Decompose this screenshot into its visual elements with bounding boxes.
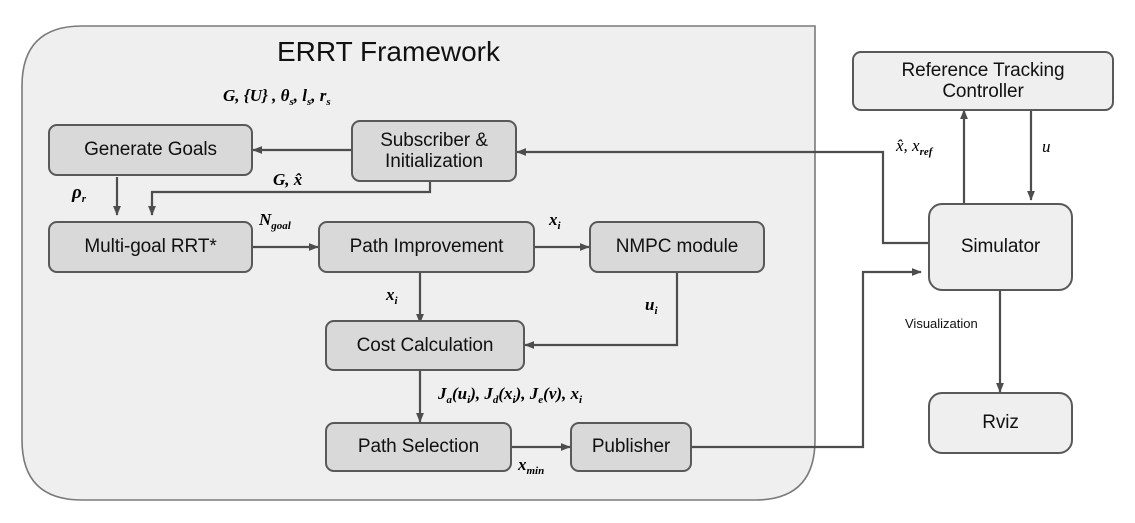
edge-label-x-min-main: x bbox=[518, 455, 527, 474]
edge-label-xhat-xref-sub: ref bbox=[919, 145, 933, 158]
node-path-improvement[interactable]: Path Improvement bbox=[318, 221, 535, 273]
edge-label-xhat-xref: x̂, xref bbox=[896, 136, 932, 158]
edge-label-u-control-text: u bbox=[1042, 137, 1051, 156]
node-path-selection[interactable]: Path Selection bbox=[325, 422, 512, 472]
node-simulator[interactable]: Simulator bbox=[928, 203, 1073, 291]
node-reference-tracking-controller[interactable]: Reference Tracking Controller bbox=[852, 51, 1114, 111]
framework-title: ERRT Framework bbox=[277, 36, 501, 67]
node-generate-goals-label: Generate Goals bbox=[84, 139, 217, 161]
node-controller-line1: Reference Tracking bbox=[901, 59, 1065, 81]
node-publisher-label: Publisher bbox=[591, 436, 671, 458]
node-multi-goal-rrt[interactable]: Multi-goal RRT* bbox=[48, 221, 253, 273]
edge-label-g-xhat: G, x̂ bbox=[273, 170, 302, 190]
edge-label-cost-terms: Ja(ui), Jd(xi), Je(v), xi bbox=[438, 384, 583, 406]
edge-label-x-i-right-main: x bbox=[549, 210, 558, 229]
edge-nmpc-to-cost bbox=[524, 272, 679, 349]
edge-label-u-i-sub: i bbox=[654, 304, 658, 317]
edge-label-subscriber-inputs-main: G, {U} , θ bbox=[223, 86, 290, 105]
edge-label-xhat-xref-main: x̂, x bbox=[896, 136, 920, 155]
edge-label-x-i-right: xi bbox=[549, 210, 561, 232]
edge-label-visualization: Visualization bbox=[905, 316, 978, 331]
edge-label-x-i-down-main: x bbox=[386, 285, 395, 304]
edge-label-visualization-text: Visualization bbox=[905, 316, 978, 331]
edge-simulator-to-subscriber bbox=[516, 148, 928, 245]
edge-label-x-min: xmin bbox=[518, 455, 544, 477]
edge-label-n-goal-sub: goal bbox=[271, 219, 291, 232]
node-subscriber-line2: Initialization bbox=[385, 151, 483, 172]
edge-label-subscriber-inputs-sub1: s bbox=[289, 95, 294, 108]
edge-label-g-xhat-text: G, x̂ bbox=[273, 170, 303, 189]
edge-label-subscriber-inputs-end: , r bbox=[311, 86, 327, 105]
edge-label-subscriber-inputs-mid: , l bbox=[293, 86, 307, 105]
node-path-selection-label: Path Selection bbox=[357, 436, 480, 458]
node-rviz[interactable]: Rviz bbox=[928, 392, 1073, 454]
node-nmpc-module[interactable]: NMPC module bbox=[589, 221, 765, 273]
edge-label-n-goal-main: N bbox=[259, 210, 272, 229]
edge-label-u-i-main: u bbox=[645, 295, 655, 314]
node-subscriber-line1: Subscriber & bbox=[380, 129, 488, 151]
edge-label-rho-r-sub: r bbox=[81, 192, 87, 205]
edge-label-subscriber-inputs-sub3: s bbox=[326, 95, 331, 108]
node-controller-line2: Controller bbox=[942, 81, 1024, 102]
edge-label-rho-r: ρr bbox=[72, 182, 86, 205]
node-cost-calculation[interactable]: Cost Calculation bbox=[325, 320, 525, 371]
edge-publisher-to-simulator bbox=[692, 268, 922, 449]
node-rviz-label: Rviz bbox=[982, 412, 1019, 434]
edge-label-rho-r-main: ρ bbox=[72, 182, 82, 203]
node-multi-goal-rrt-label: Multi-goal RRT* bbox=[84, 236, 217, 258]
node-subscriber-initialization[interactable]: Subscriber & Initialization bbox=[351, 120, 517, 182]
node-cost-calculation-label: Cost Calculation bbox=[356, 334, 494, 356]
node-simulator-label: Simulator bbox=[960, 236, 1041, 258]
edge-label-subscriber-inputs-sub2: s bbox=[306, 95, 312, 108]
node-generate-goals[interactable]: Generate Goals bbox=[48, 124, 253, 176]
node-nmpc-module-label: NMPC module bbox=[615, 236, 739, 258]
edge-label-x-i-down: xi bbox=[386, 285, 398, 307]
node-publisher[interactable]: Publisher bbox=[570, 422, 692, 472]
node-path-improvement-label: Path Improvement bbox=[349, 236, 504, 258]
edge-subscriber-to-rrt bbox=[148, 180, 432, 216]
edge-label-x-i-right-sub: i bbox=[557, 219, 561, 232]
edge-label-x-min-sub: min bbox=[526, 464, 545, 477]
edge-label-u-control: u bbox=[1042, 137, 1051, 157]
edge-label-x-i-down-sub: i bbox=[394, 294, 398, 307]
edge-label-n-goal: Ngoal bbox=[259, 210, 291, 232]
edge-label-u-i: ui bbox=[645, 295, 658, 317]
edge-label-subscriber-inputs: G, {U} , θs, ls, rs bbox=[223, 86, 331, 108]
